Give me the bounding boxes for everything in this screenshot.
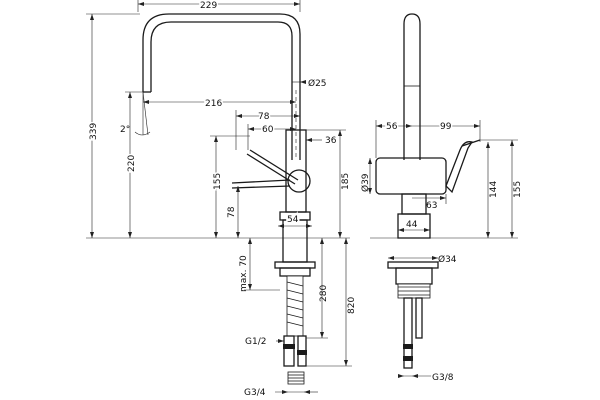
handle-side (445, 141, 474, 194)
dim-99: 99 (440, 122, 452, 132)
dim-820: 820 (347, 297, 357, 314)
dim-339: 339 (89, 123, 99, 140)
dim-78-handle: 78 (258, 112, 270, 122)
dim-angle: 2° (120, 125, 130, 135)
dim-diameter-39: Ø39 (360, 173, 371, 192)
body-side (375, 157, 447, 195)
dim-144: 144 (489, 181, 499, 198)
dim-60: 60 (262, 125, 274, 135)
right-view: 56 99 Ø39 144 155 63 44 (360, 13, 523, 385)
dim-44: 44 (406, 220, 418, 230)
dim-max-70: max. 70 (239, 255, 249, 292)
dim-63: 63 (426, 201, 437, 211)
handle-lever (249, 149, 299, 181)
spout-side (403, 13, 421, 160)
dim-229: 229 (200, 1, 217, 11)
dim-36: 36 (325, 136, 337, 146)
dim-155-right: 155 (513, 181, 523, 198)
dim-220: 220 (127, 155, 137, 172)
dim-216: 216 (205, 99, 222, 109)
dim-diameter-25: Ø25 (308, 78, 327, 89)
handle-lever-lower (231, 179, 291, 184)
dim-185: 185 (341, 173, 351, 190)
dim-g12: G1/2 (245, 337, 266, 347)
dim-54: 54 (287, 215, 299, 225)
dim-diameter-34: Ø34 (438, 254, 457, 265)
handle-knob (287, 169, 311, 193)
dim-78-vertical: 78 (227, 206, 237, 218)
dim-56: 56 (386, 122, 398, 132)
dim-g38: G3/8 (432, 373, 454, 383)
dim-280: 280 (319, 285, 329, 302)
dim-155: 155 (213, 173, 223, 190)
dim-g34: G3/4 (244, 388, 266, 398)
spout-body (142, 13, 301, 160)
left-view: 229 Ø25 216 78 60 36 2° (86, 0, 357, 398)
